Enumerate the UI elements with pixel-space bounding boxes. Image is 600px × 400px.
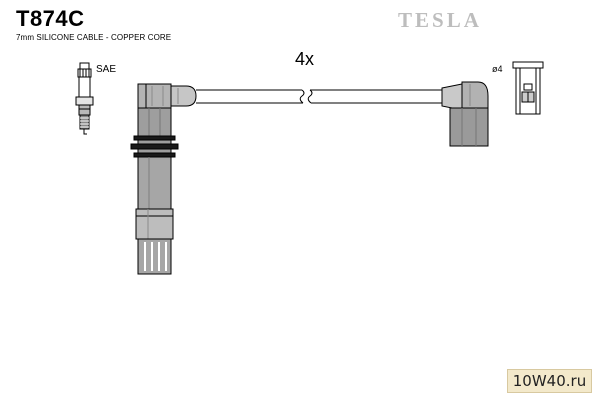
spark-plug-boot bbox=[130, 83, 197, 275]
distributor-boot bbox=[441, 81, 489, 147]
ignition-cable bbox=[196, 89, 442, 104]
site-watermark: 10W40.ru bbox=[507, 369, 592, 393]
part-number: T874C bbox=[16, 6, 85, 31]
cable-description: 7mm SILICONE CABLE - COPPER CORE bbox=[16, 33, 172, 42]
brand-logo: TESLA bbox=[398, 8, 482, 32]
quantity-label: 4x bbox=[295, 49, 315, 69]
terminal-icon bbox=[512, 61, 544, 115]
spark-plug-label: SAE bbox=[96, 64, 117, 75]
terminal-diameter-label: ø4 bbox=[492, 64, 503, 74]
spark-plug-icon bbox=[75, 62, 94, 135]
